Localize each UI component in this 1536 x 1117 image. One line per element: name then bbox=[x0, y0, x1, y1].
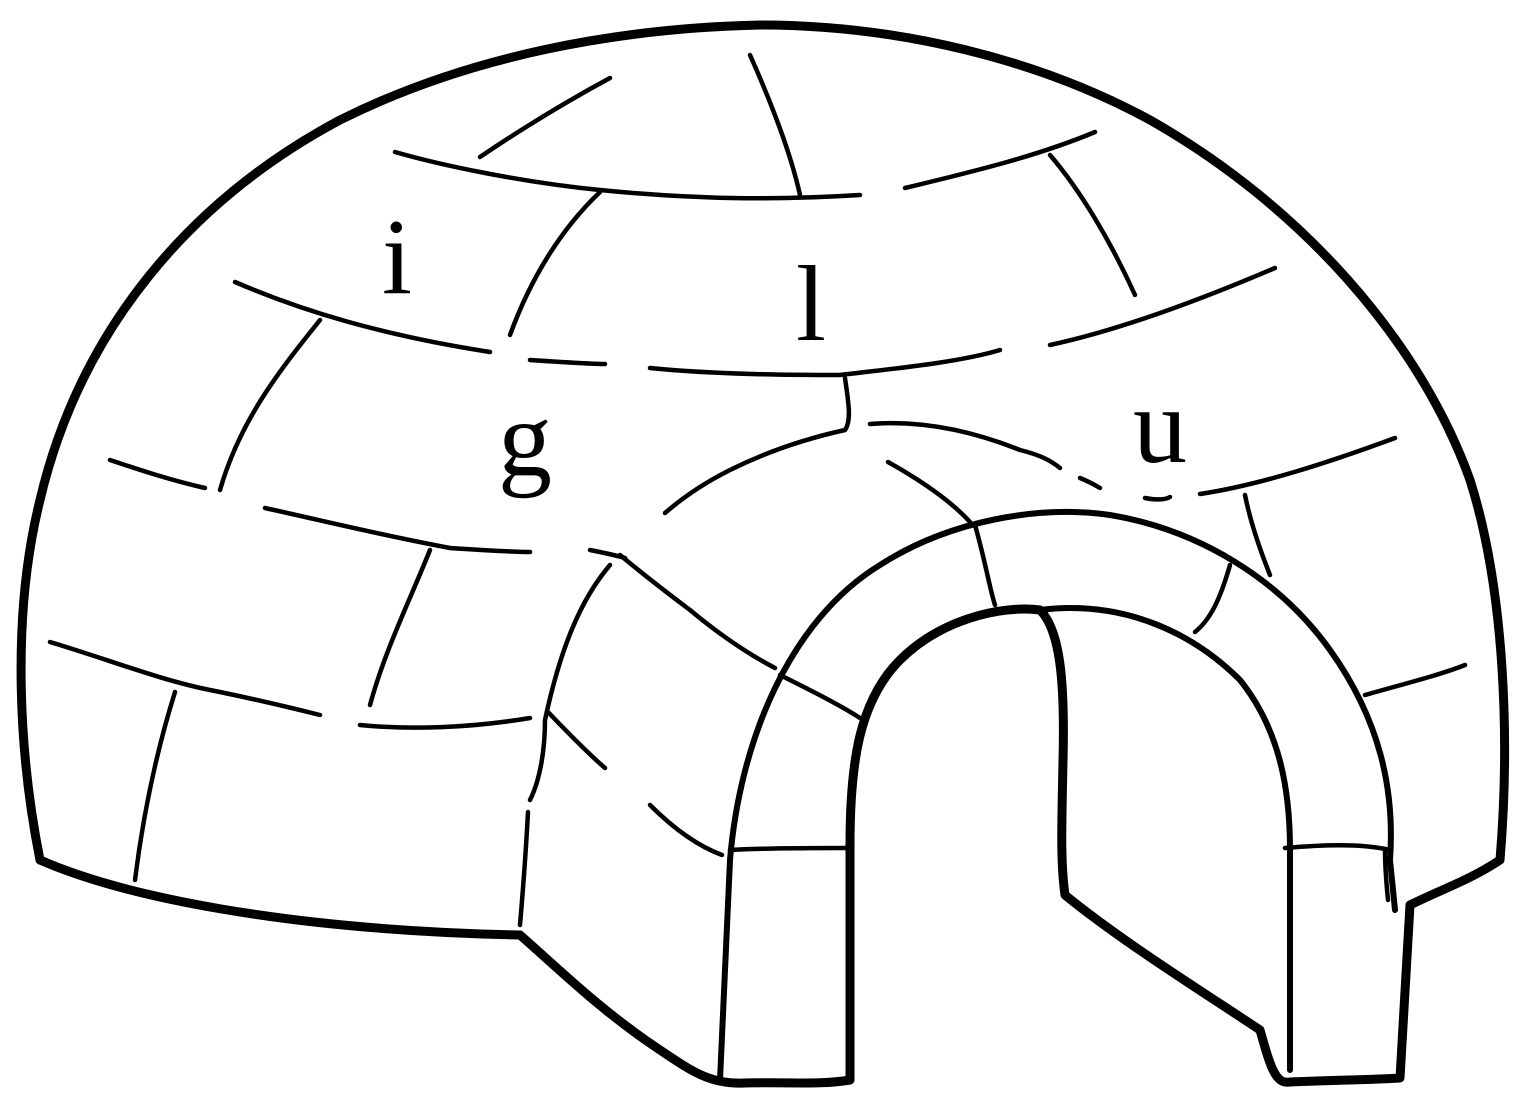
tunnel-front-edge-right bbox=[1282, 843, 1393, 853]
block-row-line bbox=[1047, 265, 1278, 348]
block-joint bbox=[1242, 492, 1273, 578]
block-joint bbox=[867, 420, 1063, 471]
block-joint bbox=[132, 689, 178, 883]
block-row-line bbox=[647, 347, 1003, 378]
block-row-line bbox=[47, 639, 323, 718]
letter-i: i bbox=[382, 198, 412, 317]
block-joint bbox=[545, 709, 608, 771]
tunnel-front-edge bbox=[727, 845, 853, 853]
tunnel-inner-arch bbox=[1037, 605, 1293, 1073]
igloo-dome-outline bbox=[16, 20, 1510, 910]
block-joint bbox=[1142, 494, 1173, 502]
block-joint bbox=[617, 552, 693, 613]
block-joint bbox=[1047, 152, 1138, 298]
block-row-line bbox=[1362, 662, 1468, 698]
block-joint bbox=[885, 459, 973, 525]
block-row-line bbox=[527, 357, 608, 367]
letter-l: l bbox=[796, 245, 826, 364]
entrance-opening-outline bbox=[845, 604, 1415, 1087]
block-joint bbox=[367, 547, 433, 708]
block-joint bbox=[517, 809, 531, 928]
block-joint bbox=[477, 75, 613, 160]
block-joint bbox=[662, 375, 852, 516]
tunnel-left-outline bbox=[515, 835, 855, 1088]
block-row-line bbox=[357, 715, 533, 730]
letter-u: u bbox=[1133, 367, 1187, 486]
block-row-line bbox=[107, 457, 208, 491]
tunnel-segment-divider bbox=[1192, 562, 1233, 635]
letter-g: g bbox=[498, 380, 552, 499]
block-row-line bbox=[232, 279, 493, 355]
block-joint bbox=[687, 607, 778, 671]
block-row-line bbox=[1197, 435, 1398, 497]
block-joint bbox=[747, 52, 803, 198]
block-joint bbox=[507, 189, 603, 338]
block-joint bbox=[647, 802, 725, 858]
tunnel-outer-arch bbox=[717, 509, 1398, 1083]
block-row-line bbox=[902, 129, 1098, 191]
block-joint bbox=[217, 317, 323, 493]
block-joint bbox=[1077, 475, 1103, 491]
block-joint bbox=[1382, 847, 1391, 903]
tunnel-segment-divider bbox=[777, 672, 863, 721]
tunnel-segment-divider bbox=[972, 522, 998, 608]
block-row-line bbox=[262, 505, 533, 555]
igloo-base-left-outline bbox=[35, 855, 525, 940]
block-joint bbox=[527, 562, 613, 803]
